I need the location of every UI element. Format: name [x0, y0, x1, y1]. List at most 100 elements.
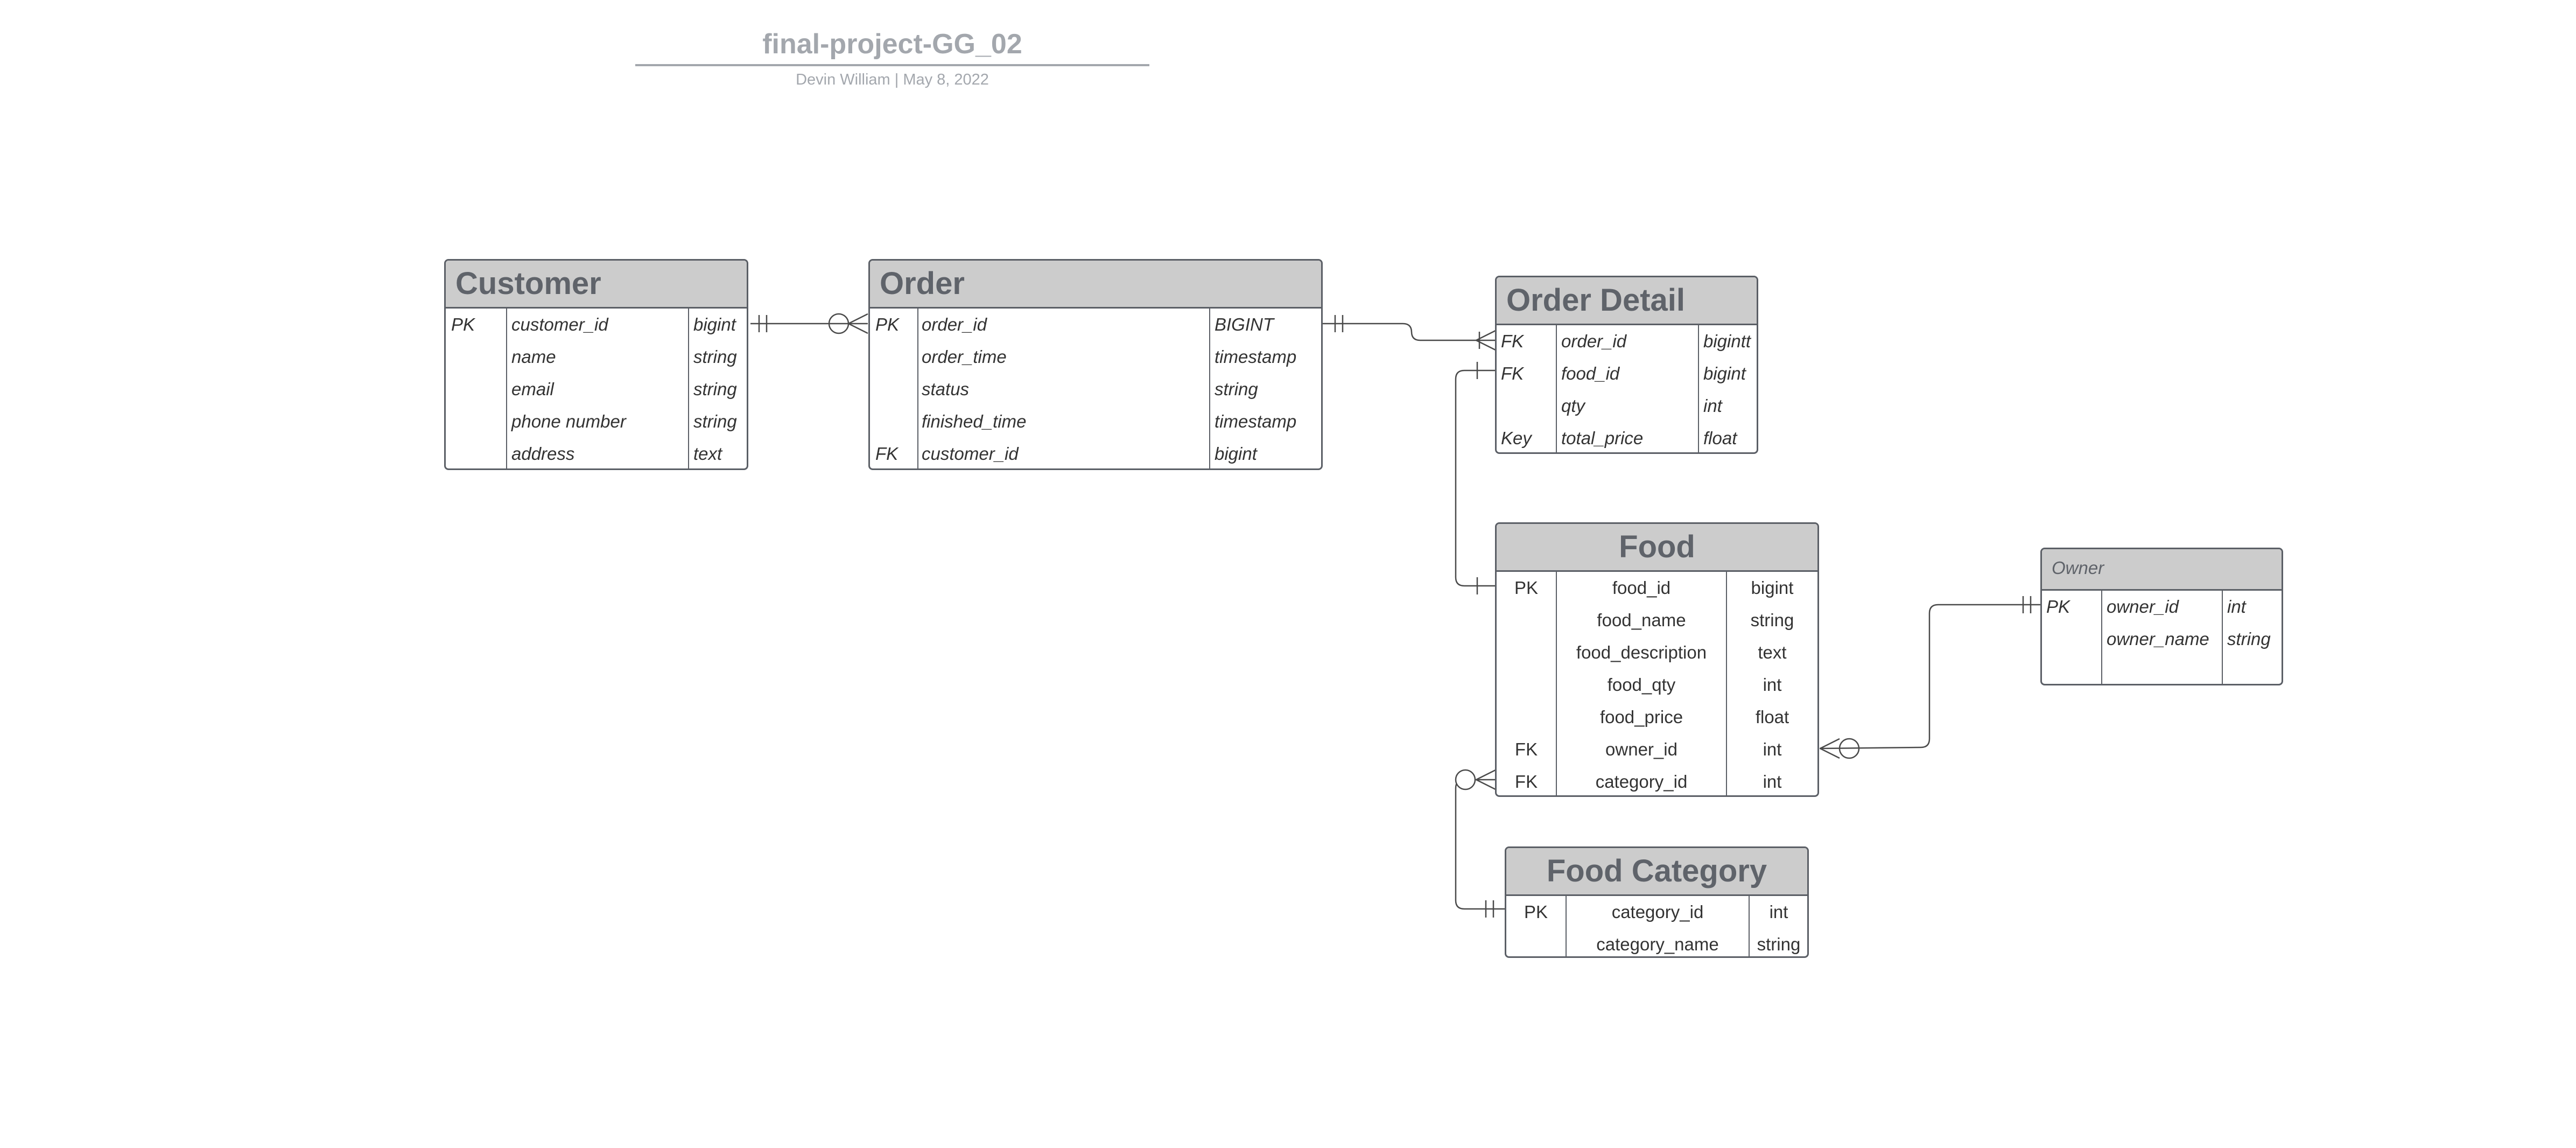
- key-cell: PK: [451, 314, 475, 334]
- entity-body: FK order_id bigintt FK food_id bigint qt…: [1497, 325, 1757, 452]
- table-row[interactable]: email string: [446, 373, 747, 405]
- relationship-owner-food[interactable]: [1819, 596, 2040, 759]
- table-row[interactable]: food_description text: [1497, 636, 1817, 669]
- table-row[interactable]: Key total_price float: [1497, 422, 1757, 452]
- field-cell: category_id: [1611, 902, 1704, 922]
- entity-customer[interactable]: Customer PK customer_id bigint name stri…: [444, 259, 748, 470]
- key-cell: [451, 341, 503, 373]
- type-cell: string: [693, 411, 737, 431]
- table-row[interactable]: name string: [446, 341, 747, 373]
- field-cell: customer_id: [511, 314, 608, 334]
- key-cell: [875, 373, 915, 405]
- relationship-food-orderdetail[interactable]: [1455, 362, 1496, 594]
- key-cell: [1501, 390, 1554, 422]
- type-cell: bigint: [1215, 444, 1257, 464]
- entity-order[interactable]: Order PK order_id BIGINT order_time time…: [868, 259, 1323, 470]
- type-cell: timestamp: [1215, 347, 1297, 367]
- field-cell: order_id: [922, 314, 987, 334]
- type-cell: string: [1750, 610, 1794, 630]
- relationship-order-orderdetail[interactable]: [1322, 315, 1496, 351]
- entity-food-category[interactable]: Food Category PK category_id int categor…: [1505, 846, 1809, 958]
- document-title: final-project-GG_02: [762, 29, 1022, 60]
- key-cell: FK: [1501, 363, 1524, 383]
- document-subtitle: Devin William | May 8, 2022: [796, 71, 989, 88]
- key-cell: [875, 341, 915, 373]
- field-cell: category_name: [1596, 934, 1719, 954]
- field-cell: order_id: [1561, 331, 1627, 351]
- type-cell: string: [693, 379, 737, 399]
- key-cell: [1497, 701, 1556, 733]
- table-row[interactable]: order_time timestamp: [870, 341, 1321, 373]
- type-cell: text: [693, 444, 722, 464]
- table-row[interactable]: FK category_id int: [1497, 766, 1817, 795]
- key-cell: FK: [1514, 772, 1538, 792]
- type-cell: int: [1763, 772, 1782, 792]
- table-row[interactable]: food_qty int: [1497, 669, 1817, 701]
- table-row[interactable]: finished_time timestamp: [870, 405, 1321, 438]
- key-cell: [1506, 928, 1566, 956]
- key-cell: [451, 438, 503, 468]
- field-cell: owner_id: [2107, 597, 2179, 617]
- key-cell: [451, 405, 503, 438]
- field-cell: total_price: [1561, 428, 1644, 448]
- field-cell: qty: [1561, 396, 1585, 416]
- field-cell: email: [511, 379, 554, 399]
- entity-body: PK category_id int category_name string: [1506, 896, 1807, 956]
- field-cell: food_id: [1561, 363, 1620, 383]
- entity-title: Owner: [2042, 549, 2282, 591]
- type-cell: string: [1215, 379, 1258, 399]
- table-row[interactable]: PK food_id bigint: [1497, 572, 1817, 604]
- table-row[interactable]: food_price float: [1497, 701, 1817, 733]
- table-row[interactable]: qty int: [1497, 390, 1757, 422]
- entity-order-detail[interactable]: Order Detail FK order_id bigintt FK food…: [1495, 276, 1758, 454]
- field-cell: owner_id: [1605, 739, 1677, 759]
- table-row[interactable]: FK customer_id bigint: [870, 438, 1321, 468]
- field-cell: food_description: [1576, 642, 1707, 662]
- table-row[interactable]: PK owner_id int: [2042, 591, 2282, 623]
- type-cell: int: [1769, 902, 1788, 922]
- type-cell: string: [693, 347, 737, 367]
- field-cell: food_id: [1612, 578, 1671, 598]
- entity-title: Food: [1497, 524, 1817, 572]
- entity-title: Order: [870, 261, 1321, 309]
- type-cell: string: [1757, 934, 1801, 954]
- entity-title: Food Category: [1506, 848, 1807, 896]
- type-cell: float: [1755, 707, 1789, 727]
- table-row[interactable]: owner_name string: [2042, 623, 2282, 655]
- type-cell: string: [2227, 629, 2271, 649]
- field-cell: category_id: [1595, 772, 1688, 792]
- relationship-category-food[interactable]: [1455, 769, 1505, 918]
- entity-body: PK owner_id int owner_name string: [2042, 591, 2282, 684]
- field-cell: food_qty: [1607, 675, 1676, 695]
- field-cell: food_name: [1597, 610, 1686, 630]
- type-cell: int: [1703, 396, 1722, 416]
- entity-body: PK customer_id bigint name string email …: [446, 309, 747, 468]
- entity-owner[interactable]: Owner PK owner_id int owner_name string: [2040, 548, 2283, 685]
- table-row[interactable]: PK category_id int: [1506, 896, 1807, 928]
- type-cell: bigint: [693, 314, 736, 334]
- type-cell: text: [1758, 642, 1787, 662]
- key-cell: FK: [875, 444, 899, 464]
- relationship-customer-order[interactable]: [750, 313, 868, 334]
- table-row[interactable]: FK food_id bigint: [1497, 358, 1757, 390]
- table-row[interactable]: FK owner_id int: [1497, 733, 1817, 766]
- table-row[interactable]: status string: [870, 373, 1321, 405]
- key-cell: [2046, 623, 2099, 655]
- entity-food[interactable]: Food PK food_id bigint food_name string …: [1495, 522, 1819, 797]
- field-cell: name: [511, 347, 556, 367]
- key-cell: PK: [1524, 902, 1548, 922]
- table-row[interactable]: PK order_id BIGINT: [870, 309, 1321, 341]
- key-cell: PK: [875, 314, 900, 334]
- table-row[interactable]: food_name string: [1497, 604, 1817, 636]
- field-cell: finished_time: [922, 411, 1027, 431]
- table-row[interactable]: phone number string: [446, 405, 747, 438]
- table-row[interactable]: PK customer_id bigint: [446, 309, 747, 341]
- type-cell: bigintt: [1703, 331, 1751, 351]
- table-row[interactable]: address text: [446, 438, 747, 468]
- key-cell: [1497, 669, 1556, 701]
- table-row[interactable]: FK order_id bigintt: [1497, 325, 1757, 358]
- table-row[interactable]: category_name string: [1506, 928, 1807, 956]
- key-cell: PK: [1514, 578, 1539, 598]
- key-cell: [1497, 636, 1556, 669]
